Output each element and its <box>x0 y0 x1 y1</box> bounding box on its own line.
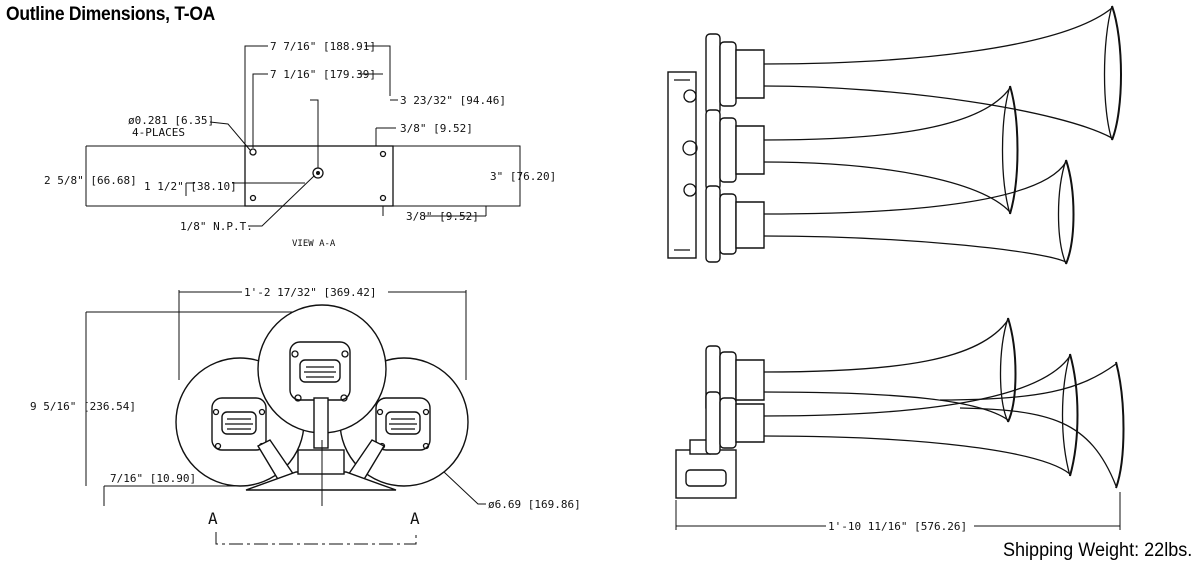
npt-label: 1/8" N.P.T. <box>180 220 253 233</box>
dim-plate-width: 3" [76.20] <box>490 170 556 183</box>
horn-middle <box>705 85 1019 215</box>
dim-plate-height: 2 5/8" [66.68] <box>44 174 137 187</box>
section-mark-right: A <box>410 509 420 528</box>
dim-right-center: 3 23/32" [94.46] <box>400 94 506 107</box>
dim-right-edge: 3/8" [9.52] <box>400 122 473 135</box>
horn-bottom <box>705 159 1075 265</box>
view-label: VIEW A-A <box>292 239 336 249</box>
dim-overall-width: 1'-2 17/32" [369.42] <box>244 286 376 299</box>
horn-top <box>705 5 1122 141</box>
dim-bottom-edge: 3/8" [9.52] <box>406 210 479 223</box>
horn-bottom-lower <box>939 361 1125 489</box>
dim-base-offset: 7/16" [10.90] <box>110 472 196 485</box>
bell-diameter: ø6.69 [169.86] <box>488 498 581 511</box>
view-a-a: 7 7/16" [188.91] 7 1/16" [179.39] 3 23/3… <box>44 40 556 249</box>
hole-count: 4-PLACES <box>132 126 185 139</box>
hole-diameter: ø0.281 [6.35] <box>128 114 214 127</box>
mounting-hole <box>379 150 387 158</box>
side-view-bottom: 1'-10 11/16" [576.26] <box>675 317 1125 533</box>
dim-overall-height: 9 5/16" [236.54] <box>30 400 136 413</box>
side-view-top <box>667 5 1122 265</box>
mounting-plate <box>244 145 394 207</box>
section-mark-left: A <box>208 509 218 528</box>
front-view: 1'-2 17/32" [369.42] 9 5/16" [236.54] <box>30 286 581 545</box>
mounting-hole <box>379 194 387 202</box>
mounting-hole <box>249 148 257 156</box>
dim-port-offset: 1 1/2" [38.10] <box>144 180 237 193</box>
horn-top-lower <box>705 317 1017 423</box>
dim-top-overall: 7 7/16" [188.91] <box>270 40 376 53</box>
mounting-hole <box>249 194 257 202</box>
shipping-weight: Shipping Weight: 22lbs. <box>1002 540 1192 561</box>
horn-middle-lower <box>705 353 1079 477</box>
page-title: Outline Dimensions, T-OA <box>6 4 215 25</box>
dim-top-holes: 7 1/16" [179.39] <box>270 68 376 81</box>
dim-overall-length: 1'-10 11/16" [576.26] <box>828 520 967 533</box>
